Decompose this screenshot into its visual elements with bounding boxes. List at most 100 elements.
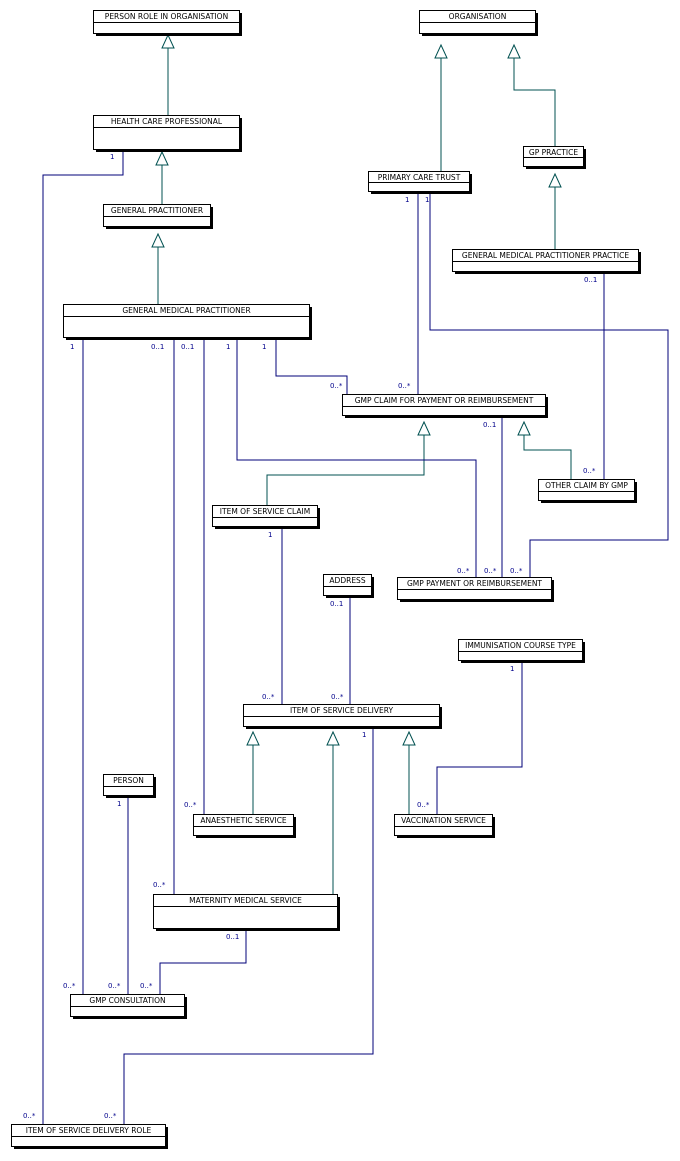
multiplicity: 0..* [104, 1112, 117, 1120]
multiplicity: 1 [117, 800, 121, 808]
gen-arrowhead-claim-a [417, 420, 431, 436]
entity-general-medical-practitioner: GENERAL MEDICAL PRACTITIONER [63, 304, 312, 340]
gen-arrowhead-organisation-b [507, 43, 521, 59]
assoc-pct-to-payment [429, 193, 669, 578]
entity-label: HEALTH CARE PROFESSIONAL [111, 117, 223, 126]
entity-general-practitioner: GENERAL PRACTITIONER [103, 204, 213, 229]
entity-immunisation-course-type: IMMUNISATION COURSE TYPE [458, 639, 585, 663]
assoc-delivery-to-role [123, 727, 374, 1125]
entity-label: GMP PAYMENT OR REIMBURSEMENT [407, 579, 542, 588]
entity-organisation: ORGANISATION [419, 10, 538, 36]
multiplicity: 0..* [330, 382, 343, 390]
multiplicity: 0..* [484, 567, 497, 575]
multiplicity: 0..* [23, 1112, 36, 1120]
entity-vaccination-service: VACCINATION SERVICE [394, 814, 495, 838]
entity-label: GP PRACTICE [529, 148, 578, 157]
entity-gp-practice: GP PRACTICE [523, 146, 586, 169]
entity-label: GENERAL MEDICAL PRACTITIONER [122, 306, 250, 315]
gen-arrowhead-person-role [161, 33, 175, 49]
gen-gppractice-to-organisation [513, 58, 556, 147]
multiplicities: 1 1 1 0..1 1 0..1 0..1 1 1 0..* 0..* 0..… [23, 153, 597, 1120]
entity-label: ITEM OF SERVICE DELIVERY ROLE [26, 1126, 152, 1135]
multiplicity: 0..1 [226, 933, 239, 941]
multiplicity: 1 [226, 343, 230, 351]
multiplicity: 0..* [331, 693, 344, 701]
entity-address: ADDRESS [323, 574, 374, 598]
multiplicity: 0..* [140, 982, 153, 990]
entity-label: ITEM OF SERVICE CLAIM [220, 507, 310, 516]
entity-label: PRIMARY CARE TRUST [378, 173, 461, 182]
multiplicity: 0..* [108, 982, 121, 990]
entity-health-care-professional: HEALTH CARE PROFESSIONAL [93, 115, 242, 152]
gen-arrowhead-gp [151, 232, 165, 248]
gen-arrowhead-delivery-a [246, 730, 260, 746]
gen-arrowhead-delivery-c [402, 730, 416, 746]
entity-label: PERSON [113, 776, 144, 785]
gen-arrowhead-hcp [155, 150, 169, 166]
assoc-gmp-to-claim [275, 339, 348, 395]
generalizations [151, 33, 572, 895]
entity-label: GMP CONSULTATION [89, 996, 165, 1005]
multiplicity: 0..* [583, 467, 596, 475]
entity-anaesthetic-service: ANAESTHETIC SERVICE [193, 814, 296, 838]
multiplicity: 0..1 [330, 600, 343, 608]
multiplicity: 1 [262, 343, 266, 351]
entity-person: PERSON [103, 774, 156, 798]
multiplicity: 0..* [417, 801, 430, 809]
entity-primary-care-trust: PRIMARY CARE TRUST [368, 171, 472, 194]
assoc-immunisation-to-vaccination [436, 662, 523, 815]
multiplicity: 0..1 [483, 421, 496, 429]
gen-arrowhead-claim-b [517, 420, 531, 436]
multiplicity: 0..* [398, 382, 411, 390]
multiplicity: 0..* [63, 982, 76, 990]
entity-label: VACCINATION SERVICE [401, 816, 486, 825]
gen-arrowhead-gppractice [548, 172, 562, 188]
entity-gmp-payment-or-reimbursement: GMP PAYMENT OR REIMBURSEMENT [397, 577, 554, 602]
multiplicity: 0..1 [181, 343, 194, 351]
entity-label: ORGANISATION [449, 12, 507, 21]
gen-other-to-claim [523, 435, 572, 480]
multiplicity: 1 [405, 196, 409, 204]
entity-gmp-consultation: GMP CONSULTATION [70, 994, 187, 1019]
multiplicity: 0..1 [151, 343, 164, 351]
entity-label: GENERAL MEDICAL PRACTITIONER PRACTICE [462, 251, 629, 260]
entity-maternity-medical-service: MATERNITY MEDICAL SERVICE [153, 894, 340, 931]
gen-arrowhead-organisation-a [434, 43, 448, 59]
entity-label: PERSON ROLE IN ORGANISATION [105, 12, 228, 21]
entity-item-of-service-claim: ITEM OF SERVICE CLAIM [212, 505, 320, 529]
multiplicity: 0..* [457, 567, 470, 575]
entity-label: OTHER CLAIM BY GMP [545, 481, 628, 490]
multiplicity: 1 [110, 153, 114, 161]
multiplicity: 0..* [262, 693, 275, 701]
multiplicity: 1 [362, 731, 366, 739]
entity-label: ADDRESS [329, 576, 365, 585]
associations [42, 150, 669, 1125]
assoc-hcp-to-delivery-role [42, 150, 124, 1125]
entity-other-claim-by-gmp: OTHER CLAIM BY GMP [538, 479, 637, 503]
entity-label: ITEM OF SERVICE DELIVERY [290, 706, 393, 715]
entity-label: IMMUNISATION COURSE TYPE [465, 641, 576, 650]
entity-item-of-service-delivery-role: ITEM OF SERVICE DELIVERY ROLE [11, 1124, 168, 1149]
entity-person-role-in-organisation: PERSON ROLE IN ORGANISATION [93, 10, 242, 36]
entity-general-medical-practitioner-practice: GENERAL MEDICAL PRACTITIONER PRACTICE [452, 249, 641, 274]
entity-gmp-claim-for-payment-or-reimbursement: GMP CLAIM FOR PAYMENT OR REIMBURSEMENT [342, 394, 548, 418]
multiplicity: 0..1 [584, 276, 597, 284]
multiplicity: 0..* [184, 801, 197, 809]
gen-iosc-to-claim [266, 435, 425, 506]
entity-label: ANAESTHETIC SERVICE [200, 816, 287, 825]
multiplicity: 1 [510, 665, 514, 673]
multiplicity: 0..* [510, 567, 523, 575]
multiplicity: 1 [70, 343, 74, 351]
multiplicity: 1 [425, 196, 429, 204]
assoc-maternity-to-consultation [159, 929, 247, 995]
gen-arrowhead-delivery-b [326, 730, 340, 746]
multiplicity: 1 [268, 531, 272, 539]
assoc-gmp-to-payment [236, 339, 477, 578]
multiplicity: 0..* [153, 881, 166, 889]
entity-label: MATERNITY MEDICAL SERVICE [189, 896, 302, 905]
entity-item-of-service-delivery: ITEM OF SERVICE DELIVERY [243, 704, 442, 729]
entity-label: GMP CLAIM FOR PAYMENT OR REIMBURSEMENT [355, 396, 534, 405]
entity-label: GENERAL PRACTITIONER [111, 206, 203, 215]
